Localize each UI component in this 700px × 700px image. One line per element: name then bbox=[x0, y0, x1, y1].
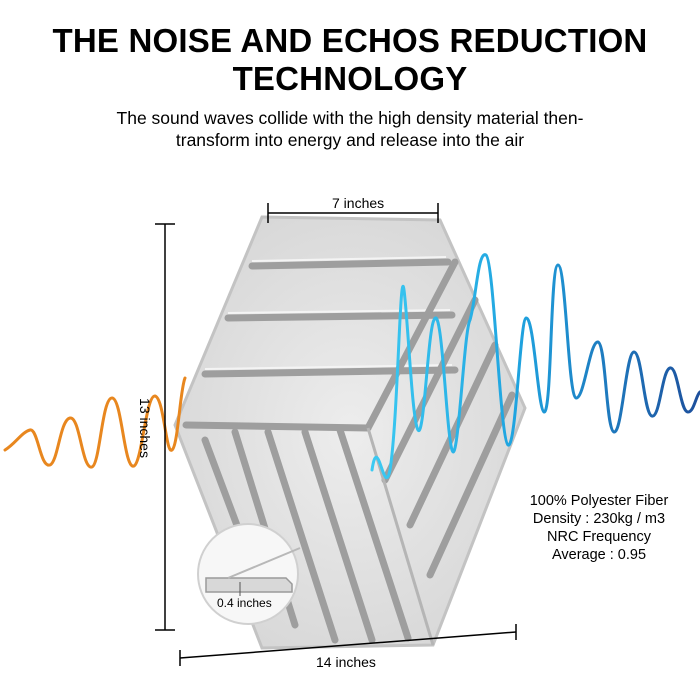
length-label: 14 inches bbox=[316, 654, 376, 670]
spec-list: 100% Polyester Fiber Density : 230kg / m… bbox=[508, 492, 690, 564]
width-label: 7 inches bbox=[332, 195, 385, 211]
height-label: 13 inches bbox=[136, 398, 153, 458]
thickness-label: 0.4 inches bbox=[217, 596, 272, 610]
length-dimension bbox=[179, 624, 517, 666]
height-dimension bbox=[155, 223, 175, 631]
incoming-sound-wave bbox=[3, 376, 187, 469]
title-line-1: THE NOISE AND ECHOS REDUCTION bbox=[52, 22, 648, 59]
width-dimension bbox=[267, 203, 439, 223]
outgoing-sound-wave bbox=[370, 253, 700, 480]
page-title: THE NOISE AND ECHOS REDUCTION TECHNOLOGY bbox=[0, 22, 700, 98]
spec-density: Density : 230kg / m3 bbox=[532, 511, 666, 527]
subtitle-line-1: The sound waves collide with the high de… bbox=[116, 108, 584, 128]
title-line-2: TECHNOLOGY bbox=[232, 60, 468, 97]
subtitle: The sound waves collide with the high de… bbox=[0, 107, 700, 151]
spec-nrc-value: Average : 0.95 bbox=[551, 547, 647, 563]
right-grooves bbox=[364, 258, 516, 579]
subtitle-line-2: transform into energy and release into t… bbox=[175, 130, 525, 150]
spec-material: 100% Polyester Fiber bbox=[529, 493, 669, 509]
spec-nrc-label: NRC Frequency bbox=[547, 529, 651, 545]
thickness-zoom bbox=[197, 523, 301, 625]
top-grooves bbox=[182, 258, 459, 432]
